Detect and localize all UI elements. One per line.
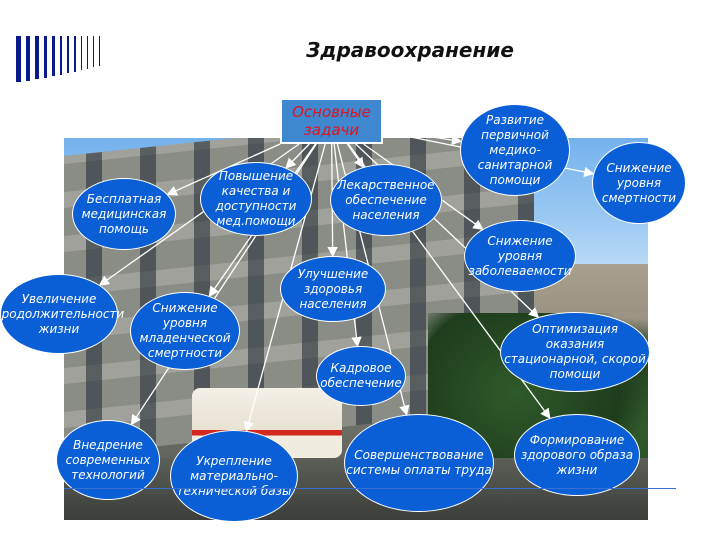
node-healthy-lifestyle: Формирование здорового образа жизни [514, 414, 640, 496]
stripe [81, 36, 82, 70]
stripe [87, 36, 88, 69]
node-drug-supply: Лекарственное обеспечение населения [330, 164, 442, 236]
node-hospital-emergency-optimization: Оптимизация оказания стационарной, скоро… [500, 312, 650, 392]
footer-divider [64, 488, 676, 489]
node-primary-care-development: Развитие первичной медико-санитарной пом… [460, 104, 570, 196]
decorative-stripes [16, 36, 126, 82]
stripe [16, 36, 21, 82]
node-health-improvement: Улучшение здоровья населения [280, 256, 386, 322]
stripe [99, 36, 100, 66]
connector-arrow [346, 143, 365, 169]
stripe [35, 36, 39, 79]
node-staffing: Кадровое обеспечение [316, 346, 406, 406]
page-number: 3 [668, 496, 675, 509]
node-free-medical-care: Бесплатная медицинская помощь [72, 178, 176, 250]
stripe [60, 36, 62, 75]
node-quality-access-care: Повышение качества и доступности мед.пом… [200, 162, 312, 236]
node-modern-technologies: Внедрение современных технологий [56, 420, 160, 500]
stripe [26, 36, 30, 81]
stripe [74, 36, 76, 72]
node-wage-system: Совершенствование системы оплаты труда [344, 414, 494, 512]
node-infant-mortality: Снижение уровня младенческой смертности [130, 292, 240, 370]
node-mortality-reduction: Снижение уровня смертности [592, 142, 686, 224]
main-tasks-box: Основные задачи [280, 98, 383, 144]
page-title: Здравоохранение [306, 38, 514, 62]
node-morbidity-reduction: Снижение уровня заболеваемости [464, 220, 576, 292]
connector-arrow [285, 143, 310, 169]
connector-arrow [382, 128, 463, 146]
stripe [93, 36, 94, 67]
stripe [44, 36, 47, 78]
stripe [67, 36, 69, 73]
node-material-technical-base: Укрепление материально-технической базы [170, 430, 298, 522]
node-life-expectancy: Увеличение продолжительности жизни [0, 274, 124, 354]
stripe [52, 36, 55, 76]
